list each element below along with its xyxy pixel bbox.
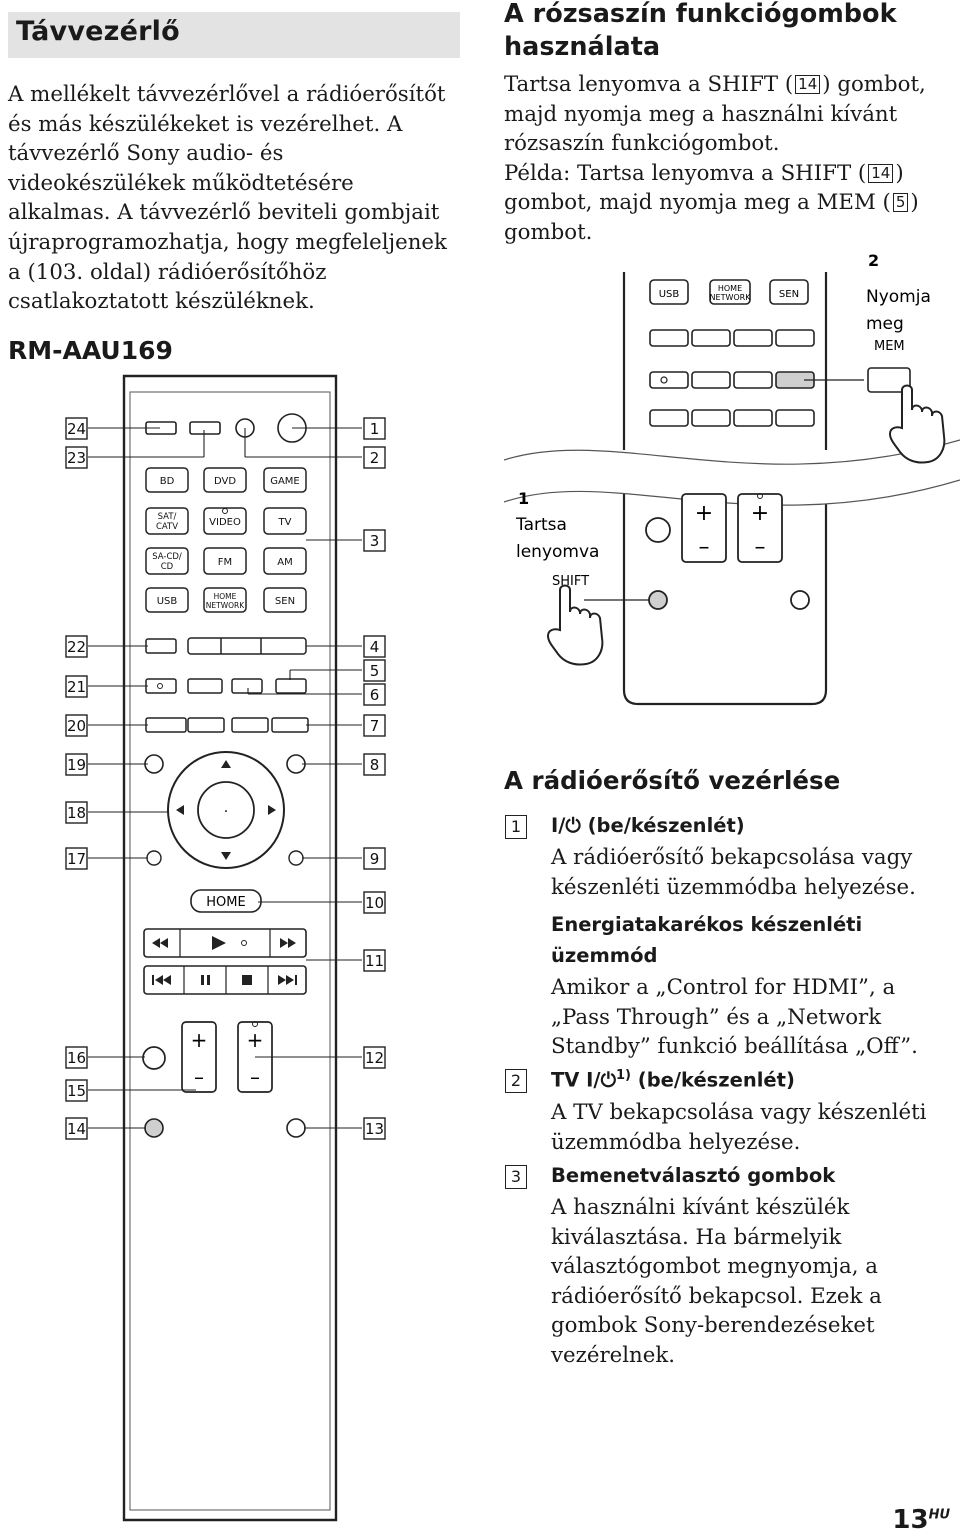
pink-buttons-text: Tartsa lenyomva a SHIFT (14) gombot, maj…: [504, 72, 926, 245]
svg-text:SEN: SEN: [779, 289, 799, 300]
svg-text:HOME: HOME: [718, 284, 742, 293]
svg-text:meg: meg: [866, 314, 904, 334]
callout-17: 17: [67, 850, 86, 868]
callout-19: 19: [67, 756, 86, 774]
control-section-heading: A rádióerősítő vezérlése: [504, 766, 841, 795]
callout-21: 21: [67, 678, 86, 696]
hand-hold-icon: [546, 584, 604, 666]
item-1-number: 1: [505, 815, 527, 839]
callout-8: 8: [370, 756, 380, 774]
svg-text:+: +: [247, 1028, 264, 1052]
svg-text:+: +: [191, 1028, 208, 1052]
svg-text:+: +: [751, 501, 769, 526]
remote-button-tv: TV: [278, 517, 292, 528]
callout-6: 6: [370, 686, 380, 704]
shift-button: [144, 1118, 164, 1138]
power-icon: ⏻: [565, 814, 581, 837]
svg-text:+: +: [695, 501, 713, 526]
mem-label: MEM: [874, 339, 905, 354]
hand-press-icon: [888, 384, 946, 464]
svg-text:–: –: [755, 535, 766, 560]
item-1-text: A rádióerősítő bekapcsolása vagy készenl…: [551, 845, 916, 900]
callout-14: 14: [67, 1120, 86, 1138]
callout-4: 4: [370, 638, 380, 656]
item-2-number: 2: [505, 1069, 527, 1093]
page-number: 13HU: [892, 1505, 950, 1535]
callout-2: 2: [370, 449, 380, 467]
callout-11: 11: [365, 952, 384, 970]
svg-text:lenyomva: lenyomva: [516, 542, 599, 562]
inset-home-network-button: [709, 279, 751, 305]
inset-usb-label: USB: [659, 289, 680, 300]
svg-text:–: –: [194, 1065, 204, 1089]
svg-text:–: –: [699, 535, 710, 560]
item-3-heading: Bemenetválasztó gombok: [551, 1164, 836, 1187]
callout-5: 5: [370, 662, 380, 680]
callout-3: 3: [370, 532, 380, 550]
inset-sen-button: [769, 279, 809, 305]
svg-text:SA-CD/: SA-CD/: [152, 552, 182, 562]
step1-number: 1: [518, 489, 529, 508]
remote-button-video: VIDEO: [209, 517, 241, 528]
intro-paragraph: A mellékelt távvezérlővel a rádióerősítő…: [8, 82, 447, 315]
item-2-text: A TV bekapcsolása vagy készenléti üzemmó…: [551, 1100, 927, 1155]
svg-text:HOME: HOME: [214, 592, 237, 601]
ref-number-box: 14: [868, 163, 894, 183]
remote-button-game: GAME: [270, 476, 300, 487]
model-label: RM-AAU169: [8, 336, 173, 365]
svg-text:Tartsa: Tartsa: [515, 515, 567, 535]
svg-text:–: –: [250, 1065, 260, 1089]
step2-number: 2: [868, 251, 879, 270]
remote-button-sen: SEN: [275, 596, 295, 607]
remote-control-diagram: BD DVD GAME SAT/ CATV VIDEO TV SA-CD/ CD…: [65, 374, 386, 1522]
callout-10: 10: [365, 894, 384, 912]
callout-1: 1: [370, 420, 380, 438]
callout-22: 22: [67, 638, 86, 656]
callout-24: 24: [67, 420, 86, 438]
callout-9: 9: [370, 850, 380, 868]
item-1-subheading: Energiatakarékos készenléti üzemmód: [551, 913, 863, 967]
inset-shift-button: [648, 590, 668, 610]
svg-text:CATV: CATV: [156, 522, 178, 532]
remote-button-bd: BD: [160, 476, 175, 487]
section-title: Távvezérlő: [16, 16, 180, 47]
callout-16: 16: [67, 1049, 86, 1067]
item-3-number: 3: [505, 1165, 527, 1189]
shift-example-illustration: USB HOME NETWORK SEN 2 Nyomja meg MEM + …: [504, 251, 960, 706]
inset-usb-button: [649, 279, 689, 305]
power-icon: ⏻: [600, 1068, 616, 1092]
item-2-heading: TV I/⏻1) (be/készenlét): [551, 1068, 795, 1092]
remote-button-am: AM: [277, 557, 292, 568]
ref-number-box: 14: [795, 75, 821, 94]
svg-text:·: ·: [224, 804, 228, 820]
shift-label: SHIFT: [552, 574, 589, 589]
svg-text:Nyomja: Nyomja: [866, 287, 931, 307]
section-title-bar: [8, 12, 460, 58]
callout-12: 12: [365, 1049, 384, 1067]
pink-buttons-heading: A rózsaszín funkciógombok használata: [504, 0, 897, 62]
ref-number-box: 5: [892, 193, 909, 213]
item-3-text: A használni kívánt készülék kiválasztása…: [551, 1195, 882, 1368]
svg-text:NETWORK: NETWORK: [710, 293, 752, 302]
item-1-subtext: Amikor a „Control for HDMI”, a „Pass Thr…: [551, 975, 918, 1060]
inset-mem-button: [867, 367, 911, 393]
remote-button-fm: FM: [218, 557, 232, 568]
remote-button-home: HOME: [206, 895, 245, 910]
callout-20: 20: [67, 717, 86, 735]
svg-text:SAT/: SAT/: [158, 512, 177, 522]
svg-text:NETWORK: NETWORK: [206, 601, 245, 610]
callout-7: 7: [370, 717, 380, 735]
remote-button-usb: USB: [157, 596, 178, 607]
callout-18: 18: [67, 804, 86, 822]
item-1-heading: I/⏻ (be/készenlét): [551, 814, 745, 837]
callout-15: 15: [67, 1082, 86, 1100]
callout-13: 13: [365, 1120, 384, 1138]
remote-button-dvd: DVD: [214, 476, 236, 487]
nav-center: [197, 781, 255, 839]
svg-text:CD: CD: [161, 562, 174, 572]
callout-23: 23: [67, 449, 86, 467]
